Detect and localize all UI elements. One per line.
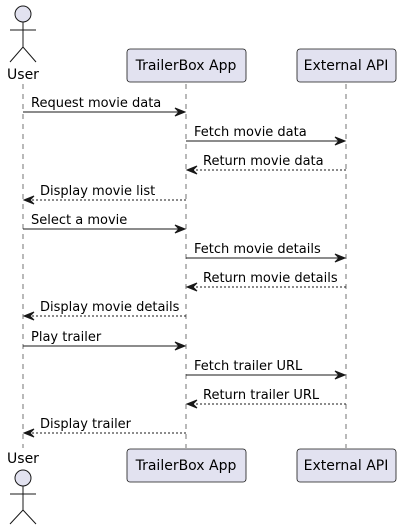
app-participant-bottom: TrailerBox App <box>126 448 247 483</box>
user-actor-top-legs <box>9 46 37 63</box>
app-participant-top: TrailerBox App <box>126 48 247 83</box>
message-arrowhead <box>185 282 198 292</box>
message-arrowhead <box>185 165 198 175</box>
user-actor-top: User <box>7 5 39 83</box>
message-label: Return trailer URL <box>203 388 320 403</box>
message-label: Display movie list <box>40 184 155 199</box>
message-arrowhead <box>174 341 187 351</box>
message-label: Return movie details <box>203 271 338 286</box>
message-6: Fetch movie details <box>186 242 347 263</box>
app-participant-bottom-box <box>126 448 247 483</box>
message-label: Return movie data <box>203 154 324 169</box>
message-7: Return movie details <box>185 271 346 292</box>
message-label: Fetch movie details <box>194 242 321 257</box>
message-arrowhead <box>22 195 35 205</box>
message-label: Select a movie <box>31 213 127 228</box>
user-actor-bottom-legs <box>9 509 37 525</box>
api-participant-top: External API <box>296 48 397 83</box>
message-label: Fetch trailer URL <box>194 359 303 374</box>
message-arrowhead <box>22 311 35 321</box>
app-participant-top-box <box>126 48 247 83</box>
message-arrowhead <box>174 224 187 234</box>
message-arrowhead <box>185 399 198 409</box>
user-actor-bottom-head <box>14 469 32 487</box>
message-4: Display movie list <box>22 184 186 205</box>
user-actor-bottom-label: User <box>7 451 39 467</box>
app-participant-top-label: TrailerBox App <box>135 58 237 74</box>
message-label: Play trailer <box>31 330 102 345</box>
message-arrowhead <box>334 370 347 380</box>
message-5: Select a movie <box>23 213 187 234</box>
message-arrowhead <box>334 253 347 263</box>
lifelines <box>22 84 347 448</box>
message-8: Display movie details <box>22 300 186 321</box>
api-participant-bottom-box <box>296 448 397 483</box>
message-10: Fetch trailer URL <box>186 359 347 380</box>
message-label: Display trailer <box>40 417 132 432</box>
message-label: Request movie data <box>31 96 161 111</box>
message-1: Request movie data <box>23 96 187 117</box>
api-participant-top-label: External API <box>304 58 389 74</box>
api-participant-bottom-label: External API <box>304 458 389 474</box>
message-label: Fetch movie data <box>194 125 307 140</box>
user-actor-bottom: User <box>7 451 39 525</box>
message-arrowhead <box>334 136 347 146</box>
user-actor-top-head <box>14 5 32 23</box>
message-12: Display trailer <box>22 417 186 438</box>
app-participant-bottom-label: TrailerBox App <box>135 458 237 474</box>
message-3: Return movie data <box>185 154 346 175</box>
message-2: Fetch movie data <box>186 125 347 146</box>
api-participant-top-box <box>296 48 397 83</box>
message-11: Return trailer URL <box>185 388 346 409</box>
message-arrowhead <box>22 428 35 438</box>
user-actor-top-label: User <box>7 67 39 83</box>
message-9: Play trailer <box>23 330 187 351</box>
message-label: Display movie details <box>40 300 180 315</box>
message-arrowhead <box>174 107 187 117</box>
api-participant-bottom: External API <box>296 448 397 483</box>
